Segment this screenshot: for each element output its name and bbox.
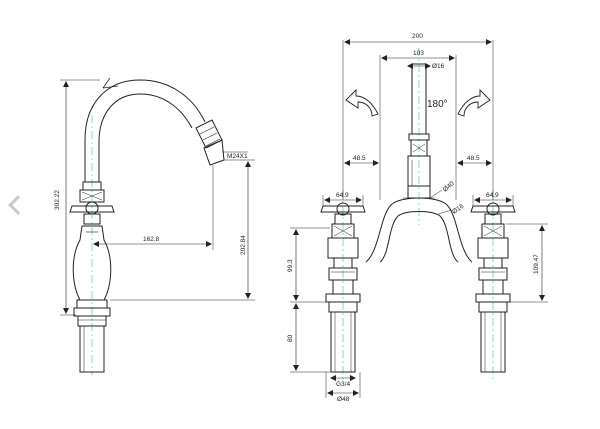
front-valve-height-right-label: 109.47 <box>533 254 540 274</box>
side-thread-label: M24X1 <box>227 153 248 160</box>
front-offset-left-label: 48.5 <box>353 155 366 162</box>
side-reach-label: 162.8 <box>143 236 160 243</box>
front-view <box>290 39 548 398</box>
side-spout-inner <box>98 93 193 182</box>
front-handle-right-label: 64.9 <box>486 192 499 199</box>
front-right-valve <box>470 202 516 373</box>
front-valve-height-left-label: 99.3 <box>287 259 294 272</box>
chevron-left-icon <box>8 195 28 215</box>
front-body-dia-label: Ø40 <box>442 180 456 194</box>
front-spout-dia-label: Ø16 <box>432 63 445 70</box>
front-bridge-dia-label: Ø16 <box>451 203 465 216</box>
front-base-dia-label: Ø48 <box>337 396 350 403</box>
rotate-left-arrow-icon <box>345 88 379 117</box>
front-offset-right-label: 48.5 <box>467 155 480 162</box>
front-left-valve <box>320 202 366 373</box>
side-aerator <box>195 119 225 166</box>
front-handle-left-label: 64.9 <box>336 192 349 199</box>
side-spout-height-label: 202.84 <box>240 235 247 255</box>
front-centres-label: 103 <box>413 50 424 57</box>
side-view <box>60 77 255 375</box>
front-tail-length-label: 80 <box>287 334 294 342</box>
side-handle <box>69 201 115 225</box>
side-spout-outer <box>84 79 206 182</box>
front-total-width-label: 200 <box>412 33 423 40</box>
front-tail-thread-label: G3/4 <box>336 381 350 388</box>
prev-image-button[interactable] <box>4 192 28 218</box>
side-overall-height-label: 302.22 <box>54 190 61 210</box>
front-rotation-label: 180° <box>427 99 448 110</box>
rotate-right-arrow-icon <box>457 88 491 117</box>
